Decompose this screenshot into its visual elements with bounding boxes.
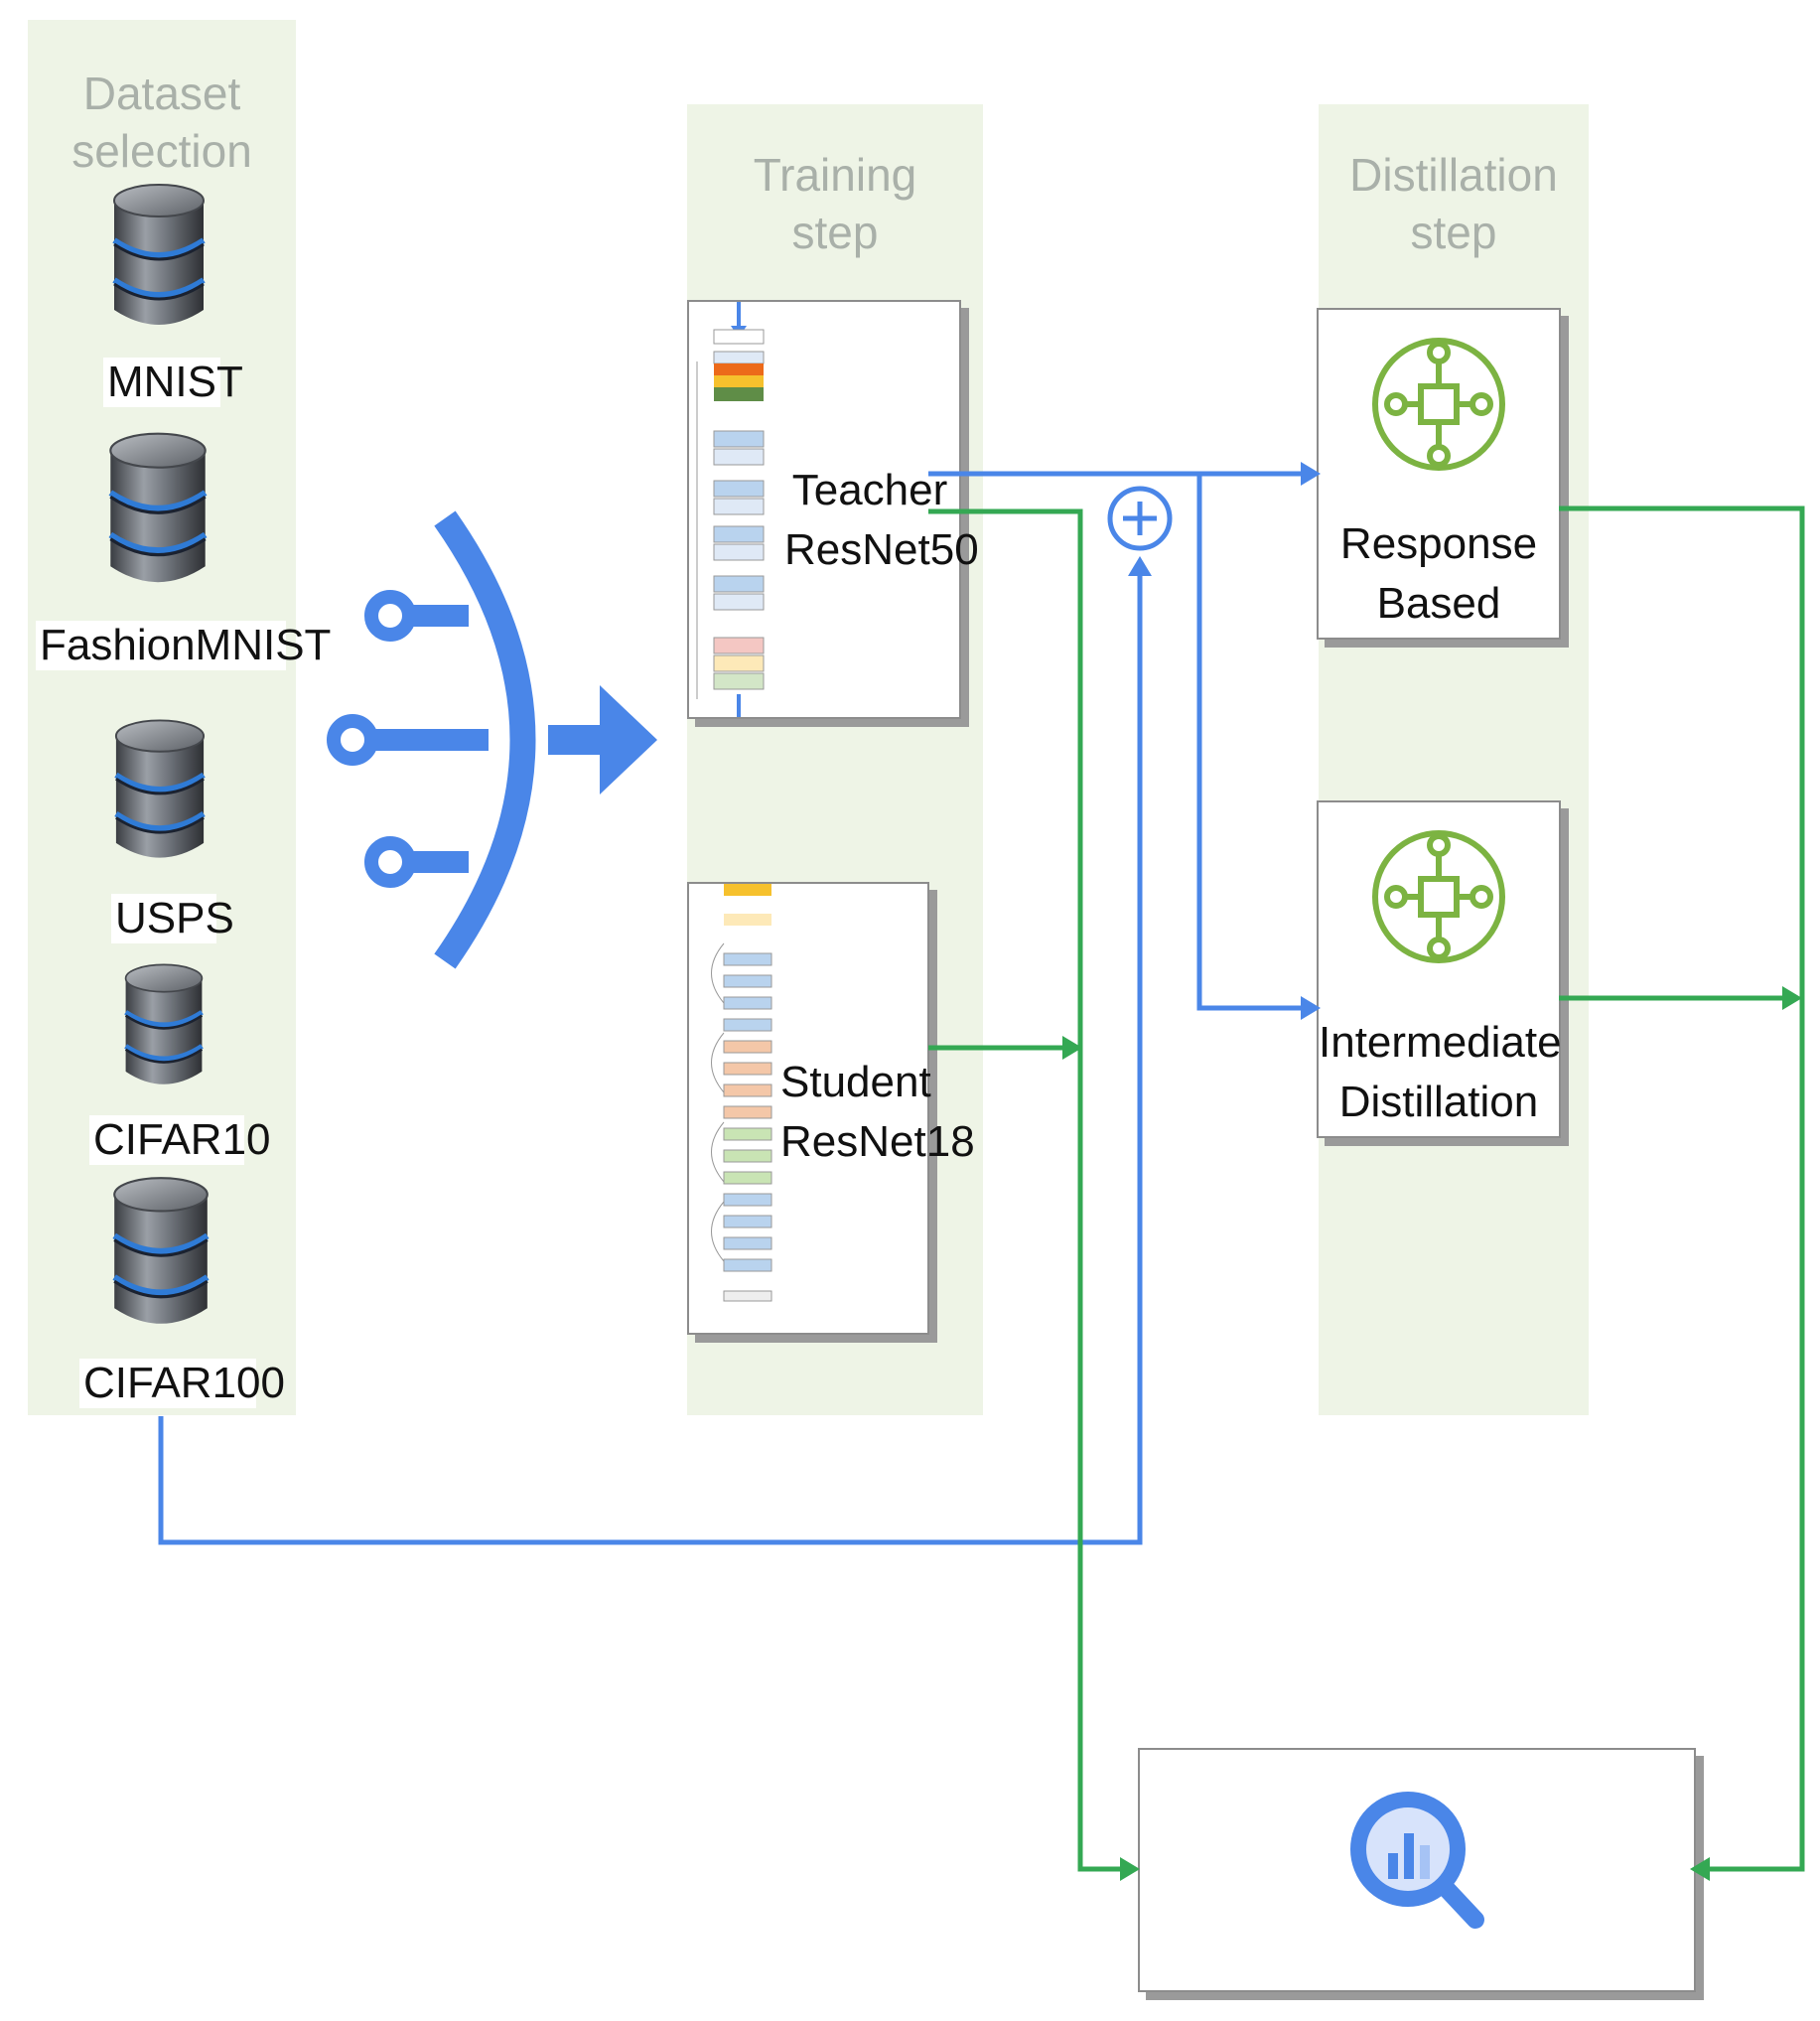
evaluation-box[interactable] bbox=[1138, 1748, 1696, 1992]
lane-title-training: Training step bbox=[753, 149, 917, 258]
merge-funnel-icon bbox=[327, 510, 657, 969]
dataset-label-cifar10: CIFAR10 bbox=[89, 1115, 271, 1165]
teacher-architecture-thumbnail bbox=[696, 302, 765, 717]
response-based-box[interactable]: Response Based bbox=[1317, 308, 1561, 640]
dataset-label-cifar100: CIFAR100 bbox=[79, 1359, 285, 1408]
dataset-label-fashionmnist: FashionMNIST bbox=[36, 621, 331, 670]
dataset-label-usps: USPS bbox=[111, 894, 234, 943]
plus-circle-icon bbox=[1107, 486, 1173, 551]
student-architecture-thumbnail bbox=[711, 884, 772, 1302]
intermediate-distillation-box[interactable]: Intermediate Distillation bbox=[1317, 800, 1562, 1138]
model-node-icon bbox=[1372, 830, 1505, 963]
student-model-box[interactable]: Student ResNet18 bbox=[687, 882, 975, 1335]
intermediate-distillation-label: Intermediate Distillation bbox=[1319, 1018, 1562, 1126]
lane-title-distillation: Distillation step bbox=[1349, 149, 1558, 258]
analytics-search-icon bbox=[1350, 1792, 1484, 1929]
teacher-model-box[interactable]: Teacher ResNet50 bbox=[687, 300, 979, 719]
teacher-label: Teacher ResNet50 bbox=[784, 466, 979, 574]
lane-title-dataset: Dataset selection bbox=[71, 68, 252, 177]
response-based-label: Response Based bbox=[1339, 519, 1538, 628]
model-node-icon bbox=[1372, 338, 1505, 471]
dataset-label-mnist: MNIST bbox=[103, 358, 243, 407]
